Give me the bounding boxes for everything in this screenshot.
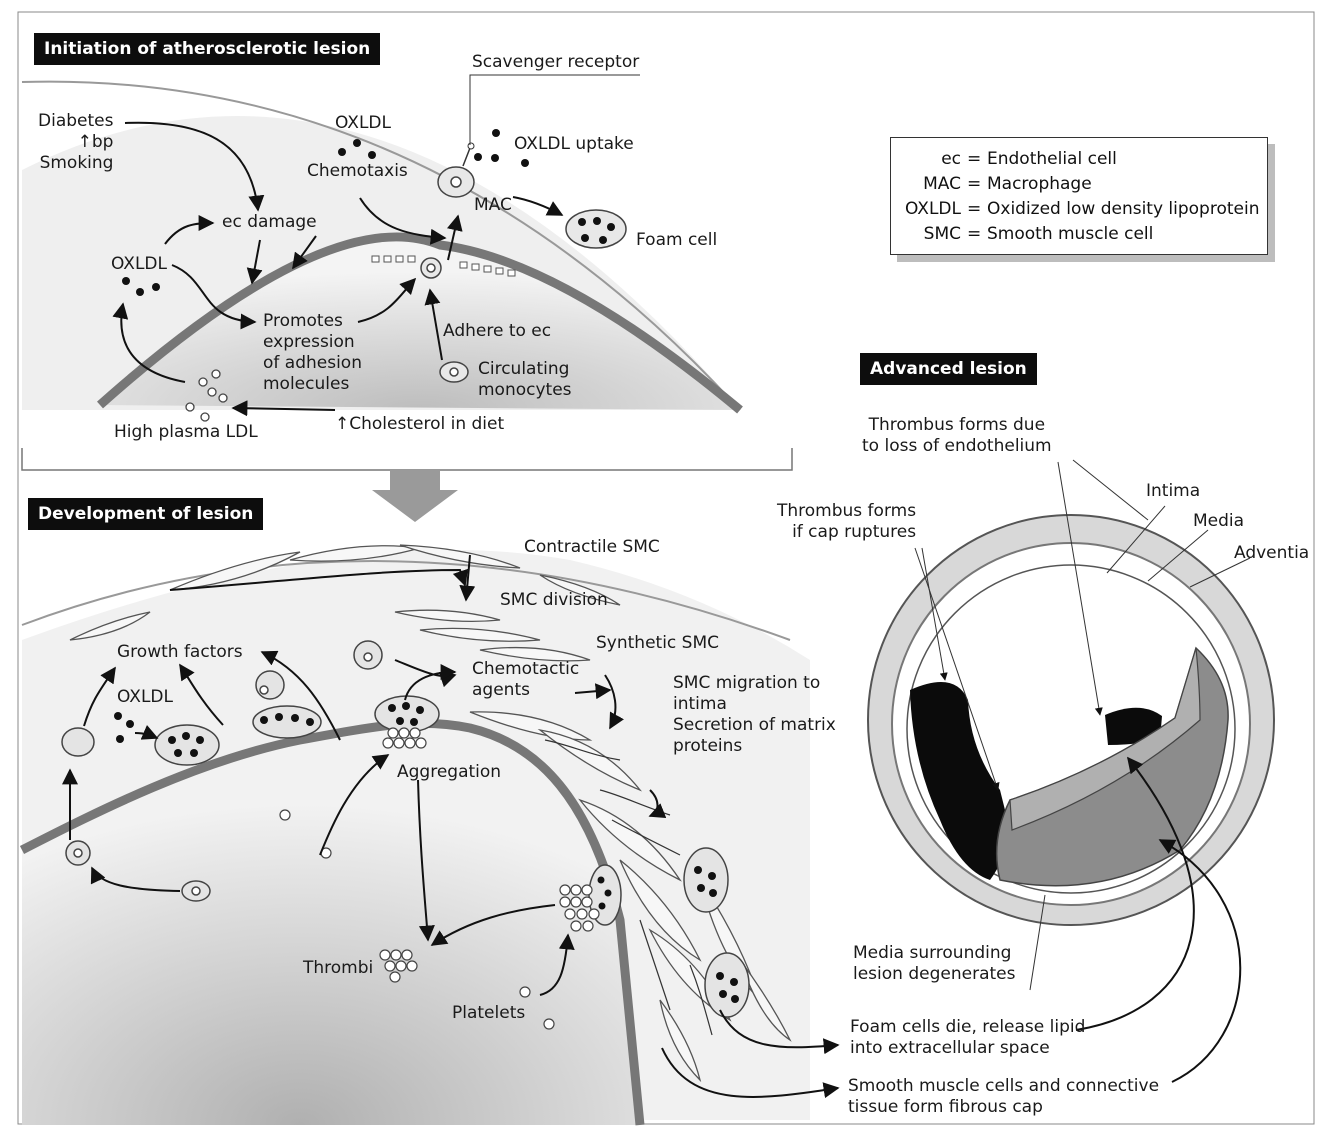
label-intima: Intima — [1146, 481, 1200, 502]
label-foam-cells-die: Foam cells die, release lipid into extra… — [850, 1017, 1085, 1059]
legend-abbr: MAC — [923, 172, 961, 196]
label-chemotaxis: Chemotaxis — [307, 161, 408, 182]
label-thrombus-cap-ruptures: Thrombus forms if cap ruptures — [777, 501, 916, 543]
legend-def: Endothelial cell — [987, 147, 1117, 171]
label-adhere-to-ec: Adhere to ec — [443, 321, 551, 342]
label-chemotactic-agents: Chemotactic agents — [472, 659, 579, 701]
transition-arrow — [372, 470, 458, 522]
label-oxldl-bottom: OXLDL — [117, 687, 173, 708]
legend-abbr: SMC — [924, 222, 961, 246]
development-panel — [22, 545, 810, 1125]
legend-abbr: ec — [941, 147, 961, 171]
label-contractile-smc: Contractile SMC — [524, 537, 660, 558]
legend-row: OXLDL= Oxidized low density lipoprotein — [891, 197, 1267, 221]
label-oxldl-uptake: OXLDL uptake — [514, 134, 634, 155]
label-foam-cell: Foam cell — [636, 230, 717, 251]
label-media: Media — [1193, 511, 1244, 532]
label-fibrous-cap: Smooth muscle cells and connective tissu… — [848, 1076, 1159, 1118]
initiation-panel — [22, 75, 792, 522]
label-thrombus-loss-endothelium: Thrombus forms due to loss of endotheliu… — [862, 415, 1052, 457]
header-advanced: Advanced lesion — [860, 353, 1037, 385]
label-promotes-adhesion: Promotes expression of adhesion molecule… — [263, 311, 362, 395]
label-adventia: Adventia — [1234, 543, 1309, 564]
label-scavenger-receptor: Scavenger receptor — [472, 52, 639, 73]
header-development: Development of lesion — [28, 498, 263, 530]
scavenger-receptor-head — [468, 143, 474, 149]
label-high-plasma-ldl: High plasma LDL — [114, 422, 258, 443]
label-platelets: Platelets — [452, 1003, 525, 1024]
legend-def: Smooth muscle cell — [987, 222, 1153, 246]
panel-bracket — [22, 448, 792, 470]
label-growth-factors: Growth factors — [117, 642, 243, 663]
label-oxldl-top: OXLDL — [335, 113, 391, 134]
legend-row: MAC= Macrophage — [891, 172, 1267, 196]
label-ec-damage: ec damage — [222, 212, 317, 233]
label-oxldl-left: OXLDL — [111, 254, 167, 275]
label-thrombi: Thrombi — [303, 958, 373, 979]
label-risk-factors: Diabetes ↑bp Smoking — [38, 111, 113, 174]
legend-def: Macrophage — [987, 172, 1092, 196]
label-synthetic-smc: Synthetic SMC — [596, 633, 719, 654]
label-smc-division: SMC division — [500, 590, 608, 611]
label-circulating-monocytes: Circulating monocytes — [478, 359, 572, 401]
scavenger-receptor-stalk — [463, 148, 470, 166]
legend-row: ec= Endothelial cell — [891, 147, 1267, 171]
legend-row: SMC= Smooth muscle cell — [891, 222, 1267, 246]
header-initiation: Initiation of atherosclerotic lesion — [34, 33, 380, 65]
legend-box: ec= Endothelial cell MAC= Macrophage OXL… — [890, 137, 1268, 255]
label-media-degenerates: Media surrounding lesion degenerates — [853, 943, 1015, 985]
label-mac: MAC — [474, 195, 512, 216]
label-smc-migration: SMC migration to intima Secretion of mat… — [673, 673, 836, 757]
legend-def: Oxidized low density lipoprotein — [987, 197, 1260, 221]
legend-abbr: OXLDL — [905, 197, 961, 221]
label-aggregation: Aggregation — [397, 762, 501, 783]
label-cholesterol-diet: ↑Cholesterol in diet — [335, 414, 504, 435]
